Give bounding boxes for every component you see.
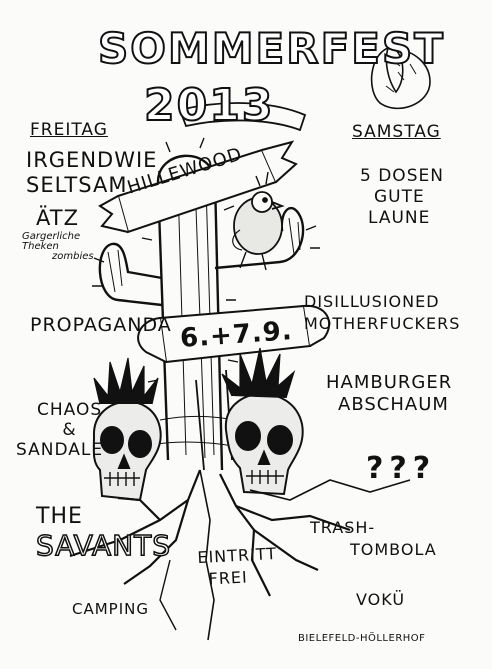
dates-ribbon xyxy=(137,304,331,364)
venue-location: BIELEFELD-HÖLLERHOF xyxy=(298,633,426,644)
extra-camping: CAMPING xyxy=(72,600,149,618)
extra-voku: VOKÜ xyxy=(356,590,406,609)
day-saturday: SAMSTAG xyxy=(352,122,441,142)
band-line: CHAOS xyxy=(36,400,103,420)
saturday-band-disillusioned-motherfuckers: DISILLUSIONED MOTHERFUCKERS xyxy=(304,294,460,332)
extra-line: EINTRITT xyxy=(196,543,278,568)
band-line: GUTE xyxy=(374,187,425,207)
dates-ribbon-text: 6.+7.9. xyxy=(179,316,294,354)
skull-left-icon xyxy=(92,357,162,502)
band-line: MOTHERFUCKERS xyxy=(304,314,461,333)
band-line: SELTSAM xyxy=(26,173,128,197)
extra-line: TOMBOLA xyxy=(350,540,437,559)
subtitle-line: Theken xyxy=(22,241,59,252)
band-line: 5 DOSEN xyxy=(360,166,444,186)
band-line: SANDALE xyxy=(16,440,104,460)
day-friday: FREITAG xyxy=(30,120,108,140)
saturday-band-unknown: ??? xyxy=(366,451,437,486)
band-line: THE xyxy=(36,504,83,529)
band-line: HAMBURGER xyxy=(326,372,453,393)
friday-band-aetz-title: ÄTZ xyxy=(36,206,79,230)
skull-right-icon xyxy=(221,347,304,496)
band-line: IRGENDWIE xyxy=(26,148,158,172)
bird-icon xyxy=(232,171,285,271)
band-line: SAVANTS xyxy=(35,529,171,562)
crack-lines xyxy=(69,469,411,641)
friday-band-chaos-sandale: CHAOS & SANDALE xyxy=(16,400,103,459)
header-year: 2013 xyxy=(143,80,275,131)
extra-line: TRASH- xyxy=(310,518,376,537)
header-title: SOMMERFEST xyxy=(97,24,445,73)
band-line: & xyxy=(62,420,77,440)
moon-icon xyxy=(370,46,431,110)
subtitle-line: Gargerliche xyxy=(22,231,81,242)
extra-trash-tombola: TRASH- TOMBOLA xyxy=(310,520,437,558)
top-ribbon xyxy=(178,102,307,132)
band-line: LAUNE xyxy=(368,208,431,228)
subtitle-line: zombies xyxy=(52,251,94,262)
saturday-band-5-dosen-gute-laune: 5 DOSEN GUTE LAUNE xyxy=(360,168,444,227)
saturday-band-hamburger-abschaum: HAMBURGER ABSCHAUM xyxy=(326,374,452,414)
hillewood-ribbon xyxy=(98,140,298,234)
band-line: DISILLUSIONED xyxy=(304,292,440,311)
friday-band-irgendwie-seltsam: IRGENDWIE SELTSAM xyxy=(26,150,157,196)
friday-band-the-savants: THE SAVANTS xyxy=(35,504,171,562)
band-line: ABSCHAUM xyxy=(338,394,449,415)
extra-eintritt-frei: EINTRITT FREI xyxy=(196,543,279,589)
friday-band-aetz-subtitle: Gargerliche Theken zombies xyxy=(22,232,94,262)
friday-band-propaganda: PROPAGANDA xyxy=(30,314,172,336)
